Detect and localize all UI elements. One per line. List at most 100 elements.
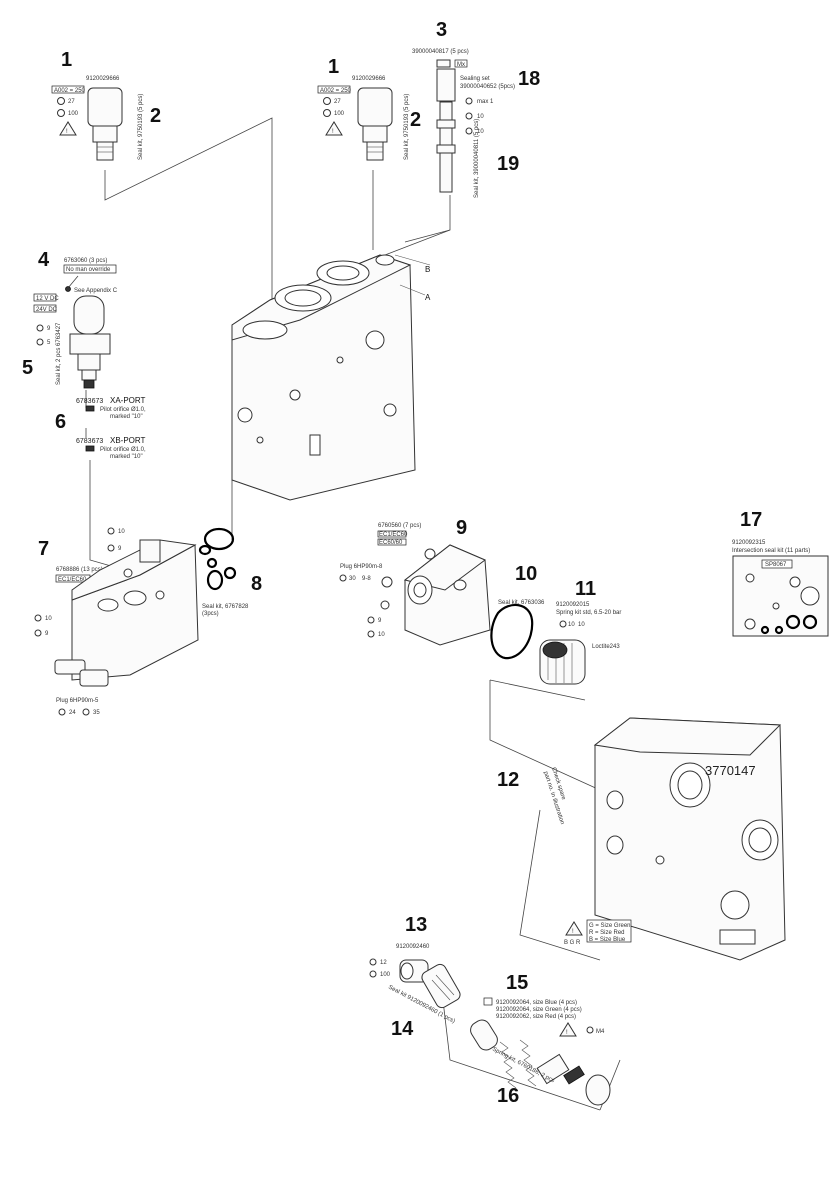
seal-set-label: Sealing set <box>460 76 490 82</box>
p3-code: 39000040817 (5 pcs) <box>412 49 469 55</box>
p17-code: 9120092315 <box>732 540 766 546</box>
part-3-spool: 39000040817 (5 pcs) Mx Sealing set 39000… <box>412 49 515 198</box>
callout-10: 10 <box>515 563 537 585</box>
p9-tag1: EC1/EC60 <box>379 532 408 538</box>
seal2-right: Seal kit, 9750193 (5 pcs) <box>404 94 410 160</box>
part-11-spring-kit: 9120092015 Spring kit std, 6.5-20 bar 10… <box>539 602 621 685</box>
coil-b: 24V DC <box>36 307 58 313</box>
p17-tag: SP8067 <box>765 562 787 568</box>
callout-9: 9 <box>456 517 467 539</box>
part-7-pilot-body: 6768886 (13 pcs) EC1/EC60 10 9 10 9 Plug… <box>34 527 199 716</box>
callout-13: 13 <box>405 914 427 936</box>
warning-icon <box>59 121 77 136</box>
p6b-code: 6783673 <box>76 438 103 445</box>
p9-code: 6760560 (7 pcs) <box>378 523 421 529</box>
svg-text:!: ! <box>572 929 574 935</box>
brg-label: B G R <box>564 940 581 946</box>
callout-4: 4 <box>38 249 50 271</box>
callout-8: 8 <box>251 573 262 595</box>
p15-b: 9120092064, size Green (4 pcs) <box>496 1007 582 1013</box>
p1a-tag: A002 = 250 <box>54 88 86 94</box>
p6a-note1: Pilot orifice Ø1.0, <box>100 407 146 413</box>
tq-10a: 10 <box>477 114 484 120</box>
seal-set-code: 39000040652 (5pcs) <box>460 84 515 90</box>
svg-text:!: ! <box>566 1030 568 1036</box>
port-b-label: B <box>425 265 430 274</box>
p1a-t1: 27 <box>68 99 75 105</box>
size-r: R = Size Red <box>589 930 625 936</box>
seal8a: Seal kit, 6767828 <box>202 604 249 610</box>
p1a-t2: 100 <box>68 111 79 117</box>
p15-a: 9120092064, size Blue (4 pcs) <box>496 1000 577 1006</box>
loctite: Loctite243 <box>592 644 620 650</box>
valve-body-main: B A <box>231 254 431 501</box>
part-1-right-cartridge: A002 = 250 9120029666 27 100 ! Seal kit,… <box>317 76 410 161</box>
svg-text:!: ! <box>66 129 68 135</box>
seal5: Seal kit, 2 pcs 6763427 <box>56 322 62 385</box>
part-6-orifices: 6783673 XA-PORT Pilot orifice Ø1.0, mark… <box>76 396 146 460</box>
svg-text:!: ! <box>332 129 334 135</box>
t9b: 9-8 <box>362 576 371 582</box>
p1b-t1: 27 <box>334 99 341 105</box>
callout-15: 15 <box>506 972 528 994</box>
t15: M4 <box>596 1029 605 1035</box>
size-b: B = Size Blue <box>589 937 626 943</box>
part-17-seal-kit: 9120092315 Intersection seal kit (11 par… <box>732 540 829 637</box>
p4-tag: No man override <box>66 267 111 273</box>
callout-6: 6 <box>55 411 66 433</box>
callout-12: 12 <box>497 769 519 791</box>
p6a-port: XA-PORT <box>110 396 146 405</box>
p7-code: 6768886 (13 pcs) <box>56 567 103 573</box>
p9-tag2: EC60/60 <box>379 540 403 546</box>
seal10: Seal kit, 6763036 <box>498 600 545 606</box>
part-15-spring-spool: 9120092064, size Blue (4 pcs) 9120092064… <box>470 997 611 1106</box>
p6b-note1: Pilot orifice Ø1.0, <box>100 447 146 453</box>
p13-code: 9120092460 <box>396 944 430 950</box>
part-9-end-cover: 6760560 (7 pcs) EC1/EC60 EC60/60 Plug 6H… <box>339 523 491 646</box>
warning-icon <box>565 921 583 936</box>
size-g: G = Size Green <box>589 923 631 929</box>
part-8-orings: Seal kit, 6767828 (3pcs) <box>198 527 249 617</box>
callout-17: 17 <box>740 509 762 531</box>
serial-number: 3770147 <box>705 763 756 778</box>
t9d: 10 <box>378 632 385 638</box>
p4-note: See Appendix C <box>74 288 118 294</box>
p11-code: 9120092015 <box>556 602 590 608</box>
seal2-left: Seal kit, 9750193 (5 pcs) <box>138 94 144 160</box>
callout-numbers: 1 2 1 2 3 18 19 4 5 6 7 8 9 10 11 12 13 … <box>22 19 762 1107</box>
callout-5: 5 <box>22 357 33 379</box>
t9c: 9 <box>378 618 382 624</box>
p4-code: 6763060 (3 pcs) <box>64 258 107 264</box>
callout-19: 19 <box>497 153 519 175</box>
p1b-tag: A002 = 250 <box>320 88 352 94</box>
part-12-valve-body-lower: 3770147 Check spare part no. in illustra… <box>542 717 786 961</box>
p1a-code: 9120029666 <box>86 76 120 82</box>
t7c: 10 <box>45 616 52 622</box>
p17-desc: Intersection seal kit (11 parts) <box>732 548 810 554</box>
p15-c: 9120092062, size Red (4 pcs) <box>496 1014 576 1020</box>
t7b: 9 <box>118 546 122 552</box>
t13b: 100 <box>380 972 391 978</box>
part-13-cartridge: 9120092460 12 100 Seal kit 9120092460 (1… <box>369 944 461 1025</box>
part-4-solenoid: 6763060 (3 pcs) No man override See Appe… <box>33 258 118 389</box>
tq-max: max 1 <box>477 99 494 105</box>
p6b-port: XB-PORT <box>110 436 146 445</box>
t11: 10 <box>568 622 575 628</box>
t7a: 10 <box>118 529 125 535</box>
p6a-note2: marked "10" <box>110 414 143 420</box>
t7f: 35 <box>93 710 100 716</box>
t7d: 9 <box>45 631 49 637</box>
p6a-code: 6783673 <box>76 398 103 405</box>
warning-icon <box>559 1022 577 1037</box>
t9a: 30 <box>349 576 356 582</box>
t5b: 5 <box>47 340 51 346</box>
callout-14: 14 <box>391 1018 414 1040</box>
callout-2a: 2 <box>150 105 161 127</box>
callout-11: 11 <box>575 578 596 600</box>
tq-10b: 10 <box>477 129 484 135</box>
p11-desc: Spring kit std, 6.5-20 bar <box>556 610 621 616</box>
p6b-note2: marked "10" <box>110 454 143 460</box>
t7e: 24 <box>69 710 76 716</box>
part-1-left-cartridge: A002 = 250 9120029666 27 100 ! Seal kit,… <box>51 76 144 161</box>
